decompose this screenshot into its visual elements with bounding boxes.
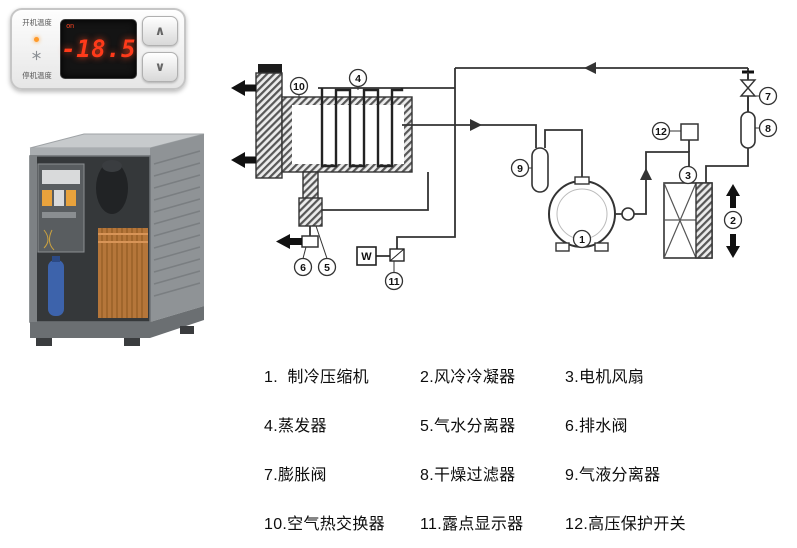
air-inlet-cap [258,64,282,73]
compressor-cap [102,160,122,172]
legend-item: 6.排水阀 [565,417,628,435]
component-tag-1: 1 [572,229,592,249]
equipment-photo [29,133,205,346]
legend-item: 7.膨胀阀 [264,466,327,484]
temperature-controller: 开机温度 停机温度 on -18.5 ∧ ∨ [10,8,186,90]
air-heat-exchanger-header [255,72,283,179]
cabinet-base [30,306,204,338]
panel-component [66,190,76,206]
component-tag-5: 5 [317,257,337,277]
dew-point-label: W [361,251,372,263]
legend-item: 11.露点显示器 [420,515,524,533]
temperature-readout: -18.5 [61,35,136,63]
legend-item: 5.气水分离器 [420,417,516,435]
foot [180,326,194,334]
legend-item: 10.空气热交换器 [264,515,385,533]
coil-fins [101,228,143,318]
component-tag-10: 10 [289,76,309,96]
fan-blades [663,182,697,259]
condenser-fan-assembly [663,182,713,259]
legend-item: 8.干燥过滤器 [420,466,516,484]
filter-drier [740,111,756,149]
legend-item: 2.风冷冷凝器 [420,368,516,386]
component-tag-7: 7 [758,86,778,106]
on-temp-label: 开机温度 [21,18,52,27]
legend-item: 12.高压保护开关 [565,515,686,533]
defrost-icon [32,51,41,61]
cabinet-side-panel [150,134,204,322]
legend-item: 1. 制冷压缩机 [264,368,369,386]
panel-component [42,190,52,206]
legend-item: 3.电机风扇 [565,368,645,386]
svg-text:3: 3 [685,170,691,182]
panel-wires [43,229,55,251]
exchanger-window [292,105,404,164]
air-in-arrow [231,152,256,168]
suction-accumulator [531,147,549,193]
expansion-valve [739,70,757,97]
blue-tank [48,260,64,316]
power-led-icon [34,36,40,42]
panel-component [54,190,64,206]
legend-item: 4.蒸发器 [264,417,327,435]
up-button[interactable]: ∧ [142,16,178,46]
airflow-up-arrow [726,184,740,208]
cabinet-left-pillar [30,156,37,322]
condenser-coil [695,182,713,259]
drain-arrow [276,234,302,249]
down-button[interactable]: ∨ [142,52,178,82]
component-tag-9: 9 [510,158,530,178]
foot [36,338,52,346]
air-out-arrow [231,80,256,96]
svg-text:7: 7 [765,91,771,103]
component-tag-11: 11 [384,271,404,291]
foot [124,338,140,346]
svg-text:4: 4 [355,73,361,85]
svg-text:12: 12 [655,126,667,138]
compressor [548,176,616,252]
compressor-dome [96,162,128,214]
panel-terminal-strip [42,212,76,218]
panel-label-plate [42,170,80,184]
svg-text:10: 10 [293,81,305,93]
component-tag-4: 4 [348,68,368,88]
on-indicator: on [66,23,75,30]
component-tag-12: 12 [651,121,671,141]
controller-left-labels: 开机温度 停机温度 [18,16,55,82]
drain-valve [301,235,319,248]
refrigerant-piping [309,67,749,257]
flow-arrow-up [640,168,652,180]
component-tag-2: 2 [723,210,743,230]
svg-text:1: 1 [579,234,585,246]
high-pressure-switch [680,123,699,141]
svg-text:8: 8 [765,123,771,135]
evaporator-coil [320,88,404,168]
svg-text:2: 2 [730,215,736,227]
component-legend: 1. 制冷压缩机 2.风冷冷凝器 3.电机风扇 4.蒸发器 5.气水分离器 6.… [264,350,750,546]
sensor-mark [389,248,405,262]
airflow-down-arrow [726,234,740,258]
cabinet-top-edge [30,148,150,156]
water-separator [298,197,323,227]
flow-arrow-right [470,119,482,131]
component-tag-8: 8 [758,118,778,138]
louver-lines [153,150,201,297]
off-temp-label: 停机温度 [21,71,52,80]
svg-text:9: 9 [517,163,523,175]
svg-text:6: 6 [300,262,306,274]
component-tag-6: 6 [293,257,313,277]
coil-pipes [98,233,148,243]
vibration-loop [621,207,635,221]
component-tag-3: 3 [678,165,698,185]
legend-item: 9.气液分离器 [565,466,661,484]
controller-buttons: ∧ ∨ [142,16,178,82]
refrigeration-schematic: W [231,62,778,291]
led-display: on -18.5 [60,19,137,79]
svg-text:11: 11 [388,276,399,288]
dew-point-display [356,246,377,266]
svg-text:5: 5 [324,262,330,274]
tank-cap [52,256,60,262]
condensate-drop-leg [302,171,319,200]
flow-arrow-left [584,62,596,74]
